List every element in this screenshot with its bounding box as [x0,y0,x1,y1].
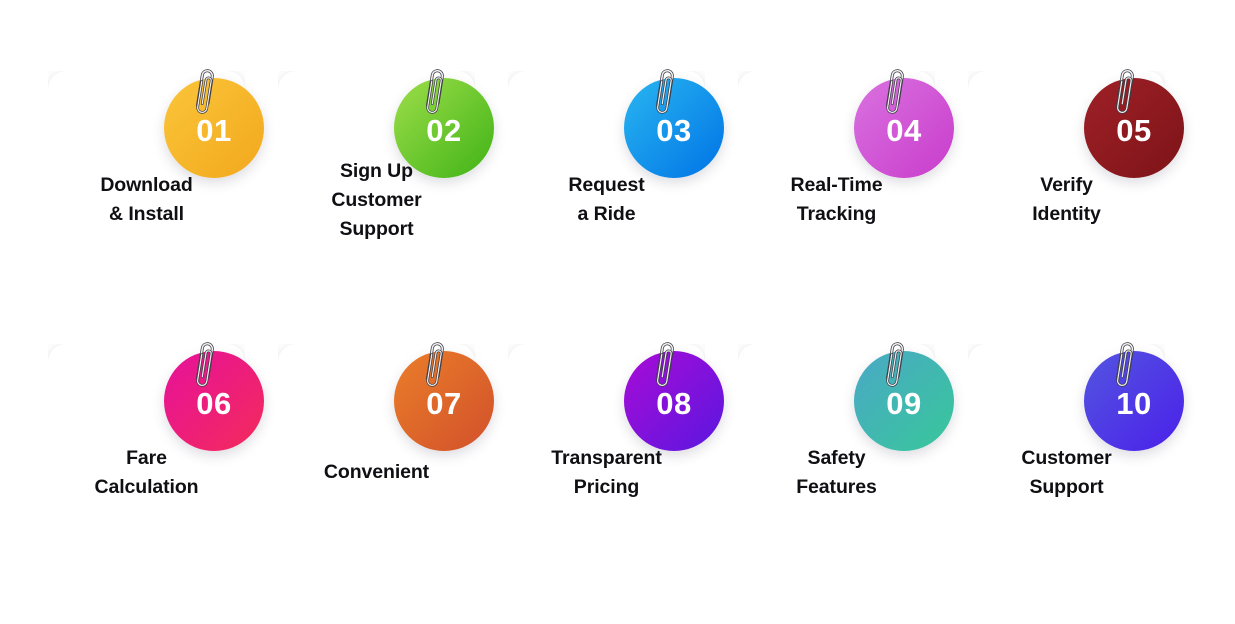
step-number: 09 [886,386,922,421]
step-number: 01 [196,113,232,148]
step-number-badge[interactable]: 09 [854,351,954,451]
step-card-06[interactable]: Fare Calculation 06 [48,342,264,563]
step-number: 10 [1116,386,1152,421]
step-number-badge[interactable]: 06 [164,351,264,451]
step-number: 03 [656,113,692,148]
step-label: Sign Up Customer Support [331,160,422,240]
step-number: 05 [1116,113,1152,148]
step-number-badge[interactable]: 04 [854,78,954,178]
step-number: 04 [886,113,922,148]
step-label: Transparent Pricing [551,447,662,498]
step-card-07[interactable]: Convenient 07 [278,342,494,563]
step-label: Real-Time Tracking [790,174,883,225]
step-label: Safety Features [796,447,877,498]
step-number-badge[interactable]: 08 [624,351,724,451]
step-label: Request a Ride [568,174,645,225]
step-label: Customer Support [1021,447,1112,498]
step-card-05[interactable]: Verify Identity 05 [968,69,1184,290]
step-number-badge[interactable]: 01 [164,78,264,178]
step-number-badge[interactable]: 03 [624,78,724,178]
step-label: Convenient [323,461,430,483]
step-number-badge[interactable]: 07 [394,351,494,451]
step-label: Download & Install [100,174,193,225]
step-number: 02 [426,113,462,148]
step-label: Verify Identity [1032,174,1101,225]
step-number: 08 [656,386,692,421]
step-number-badge[interactable]: 05 [1084,78,1184,178]
step-number-badge[interactable]: 02 [394,78,494,178]
step-number: 06 [196,386,232,421]
step-card-03[interactable]: Request a Ride 03 [508,69,724,290]
step-label: Fare Calculation [94,447,199,498]
step-card-08[interactable]: Transparent Pricing 08 [508,342,724,563]
step-number-badge[interactable]: 10 [1084,351,1184,451]
step-number: 07 [426,386,462,421]
step-card-09[interactable]: Safety Features 09 [738,342,954,563]
